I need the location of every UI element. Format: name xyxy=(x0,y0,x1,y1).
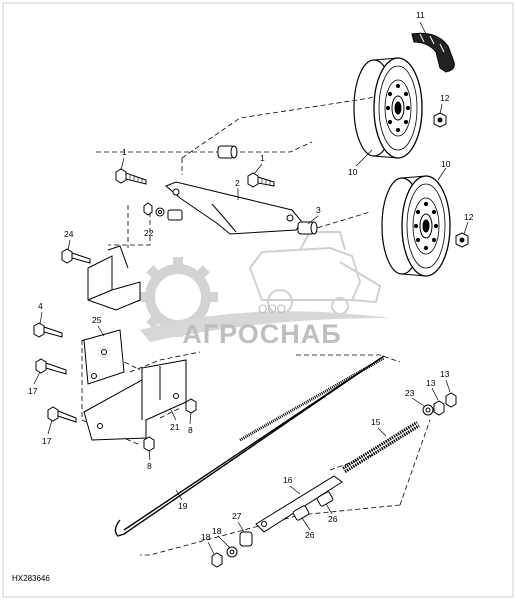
callout-21: 21 xyxy=(170,422,180,432)
callout-12-upper: 12 xyxy=(440,93,450,103)
callout-23: 23 xyxy=(405,388,415,398)
part-upper-bracket xyxy=(87,245,141,311)
part-8-nut-upper xyxy=(185,398,197,414)
callout-8-upper: 8 xyxy=(188,425,193,435)
part-19-rod xyxy=(114,355,385,537)
harvester-icon xyxy=(248,231,382,315)
part-27-bushing xyxy=(239,531,253,547)
part-1-bolt-left xyxy=(115,168,147,185)
part-18-washer-a xyxy=(226,546,238,558)
callout-26-lower: 26 xyxy=(305,530,315,540)
part-10-wheel-upper xyxy=(353,57,423,159)
watermark-logo: ООО АГРОСНАБ xyxy=(138,231,390,349)
callout-26-upper: 26 xyxy=(328,514,338,524)
callout-17-upper: 17 xyxy=(28,386,38,396)
part-15-spring xyxy=(342,421,420,473)
part-17-bolt-upper xyxy=(35,358,67,375)
part-17-bolt-lower xyxy=(47,406,77,423)
part-22-washers xyxy=(143,202,183,221)
figure-id: HX283646 xyxy=(12,574,50,583)
watermark-swoosh xyxy=(140,311,390,342)
callout-12-lower: 12 xyxy=(464,212,474,222)
part-10-wheel-lower xyxy=(381,175,451,277)
part-8-nut-lower xyxy=(143,436,155,452)
part-3-bushing xyxy=(297,221,318,235)
callout-1-left: 1 xyxy=(122,147,127,157)
watermark-line2: АГРОСНАБ xyxy=(182,319,341,349)
callout-labels: 11 12 10 10 12 1 1 2 3 22 24 4 25 17 17 … xyxy=(28,10,474,542)
callout-10-lower: 10 xyxy=(441,159,451,169)
watermark-line1: ООО xyxy=(258,302,286,316)
part-1-bolt-right xyxy=(247,172,275,188)
leader-lines xyxy=(33,21,469,555)
callout-22: 22 xyxy=(144,228,154,238)
part-4-bolt xyxy=(33,322,63,338)
part-16-plate xyxy=(255,475,343,533)
callout-4: 4 xyxy=(38,301,43,311)
part-bushing-upper xyxy=(217,145,238,159)
part-24-bolt xyxy=(61,248,91,264)
part-12-nut-upper xyxy=(433,112,447,128)
part-18-nut-b xyxy=(211,552,223,568)
callout-13-left: 13 xyxy=(426,378,436,388)
part-12-nut-lower xyxy=(455,232,469,248)
part-26-bushing-b xyxy=(292,505,310,521)
callout-10-upper: 10 xyxy=(348,167,358,177)
callout-1-right: 1 xyxy=(260,153,265,163)
part-2-arm xyxy=(165,181,303,235)
callout-19: 19 xyxy=(178,501,188,511)
callout-3: 3 xyxy=(316,205,321,215)
part-25-plate xyxy=(83,329,125,385)
callout-17-lower: 17 xyxy=(42,436,52,446)
part-23-washer-upper xyxy=(422,404,434,416)
part-26-bushing-a xyxy=(316,491,334,507)
diagram-border xyxy=(2,2,514,598)
callout-18-lower: 18 xyxy=(201,532,211,542)
callout-11: 11 xyxy=(416,10,425,20)
part-13-nut-a xyxy=(433,400,445,416)
callout-15: 15 xyxy=(371,417,381,427)
callout-13-right: 13 xyxy=(440,369,450,379)
callout-16: 16 xyxy=(283,475,293,485)
callout-25: 25 xyxy=(92,315,102,325)
callout-24: 24 xyxy=(64,229,74,239)
callout-8-lower: 8 xyxy=(147,461,152,471)
callout-2: 2 xyxy=(235,178,240,188)
callout-18-upper: 18 xyxy=(212,526,222,536)
part-11-scraper xyxy=(411,32,455,73)
callout-27: 27 xyxy=(232,511,242,521)
part-13-nut-b xyxy=(445,392,457,408)
